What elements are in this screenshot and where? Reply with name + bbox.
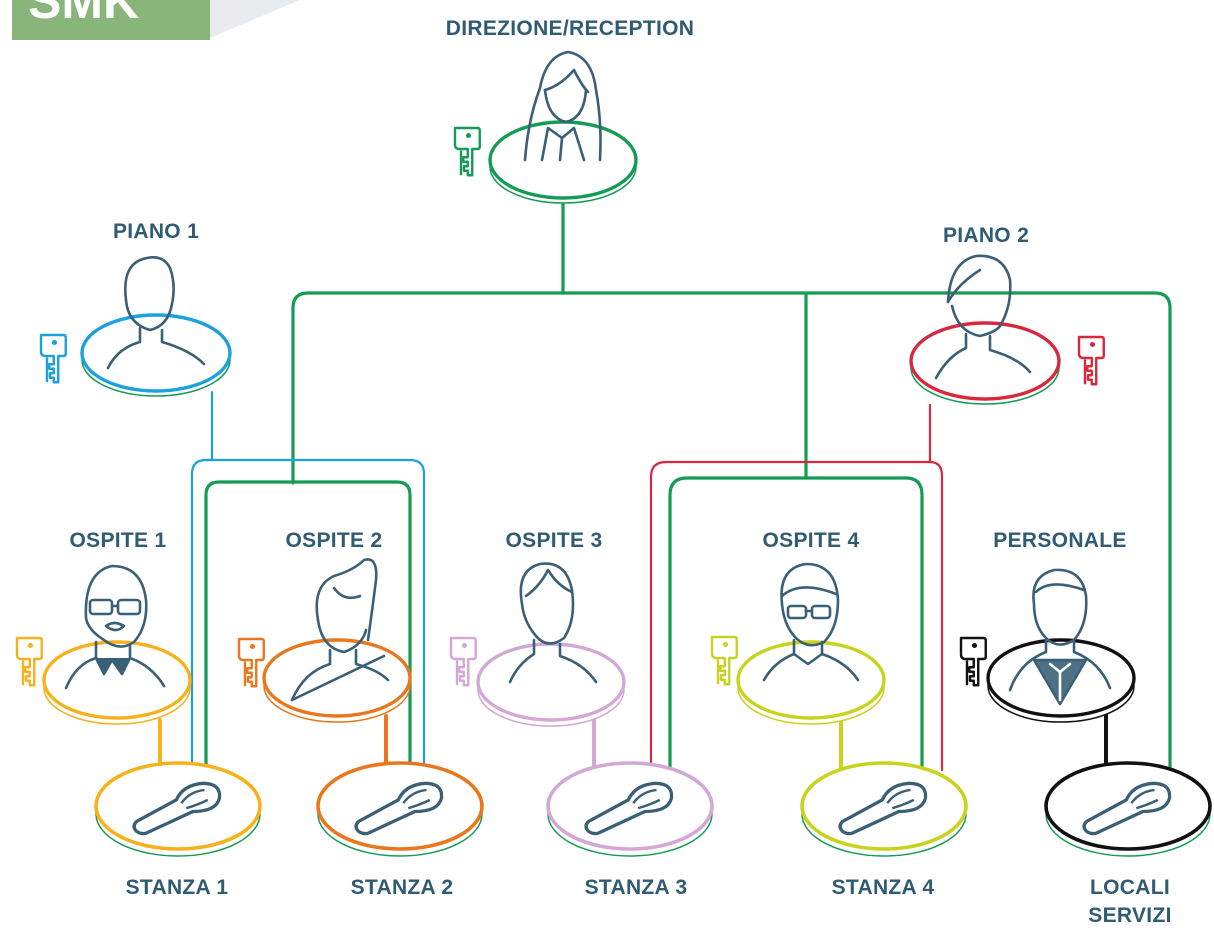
ospite2-label: OSPITE 2 — [286, 529, 383, 552]
reception-key-icon — [453, 126, 482, 177]
piano2-key-icon — [1077, 335, 1106, 386]
person-icon — [934, 254, 1032, 380]
ospite4-label: OSPITE 4 — [763, 529, 860, 552]
piano2-node — [909, 254, 1106, 405]
stanza4-label: STANZA 4 — [832, 876, 935, 899]
reception-label: DIREZIONE/RECEPTION — [446, 17, 694, 40]
person-icon — [508, 562, 598, 684]
brand-badge-text: SMK — [28, 0, 139, 29]
stanza2-door — [316, 761, 484, 857]
stanza2-label: STANZA 2 — [351, 876, 454, 899]
ospite4-node — [710, 562, 886, 725]
person-icon — [106, 256, 206, 370]
ospite1-label: OSPITE 1 — [70, 529, 167, 552]
ospite2-node — [237, 558, 412, 723]
person-icon — [1008, 568, 1112, 706]
ospite1-key-icon — [15, 636, 44, 687]
piano1-key-icon — [39, 333, 68, 384]
brand-badge: SMK — [12, 0, 300, 40]
ospite4-key-icon — [710, 635, 739, 686]
stanza1-door — [94, 761, 262, 857]
stanza3-door — [546, 761, 714, 857]
ospite3-node — [449, 562, 626, 727]
ospite1-node — [15, 564, 192, 725]
ospite3-key-icon — [449, 636, 478, 687]
piano1-node — [39, 256, 232, 397]
locali-servizi-door — [1044, 761, 1212, 857]
piano1-label: PIANO 1 — [113, 220, 199, 243]
stanza3-label: STANZA 3 — [585, 876, 688, 899]
stanza1-label: STANZA 1 — [126, 876, 229, 899]
person-icon — [762, 562, 860, 682]
person-icon — [523, 50, 602, 162]
person-icon — [290, 558, 390, 702]
piano2-label: PIANO 2 — [943, 224, 1029, 247]
reception-node — [453, 50, 638, 204]
ospite2-key-icon — [237, 637, 266, 688]
personale-key-icon — [959, 636, 988, 687]
connector-lines — [158, 198, 1172, 777]
ospite3-label: OSPITE 3 — [506, 529, 603, 552]
locali-label-line1: LOCALI — [1090, 876, 1170, 899]
person-icon — [64, 564, 166, 690]
stanza4-door — [800, 761, 968, 857]
locali-label-line2: SERVIZI — [1088, 904, 1171, 927]
personale-node — [959, 568, 1136, 723]
personale-label: PERSONALE — [993, 529, 1126, 552]
